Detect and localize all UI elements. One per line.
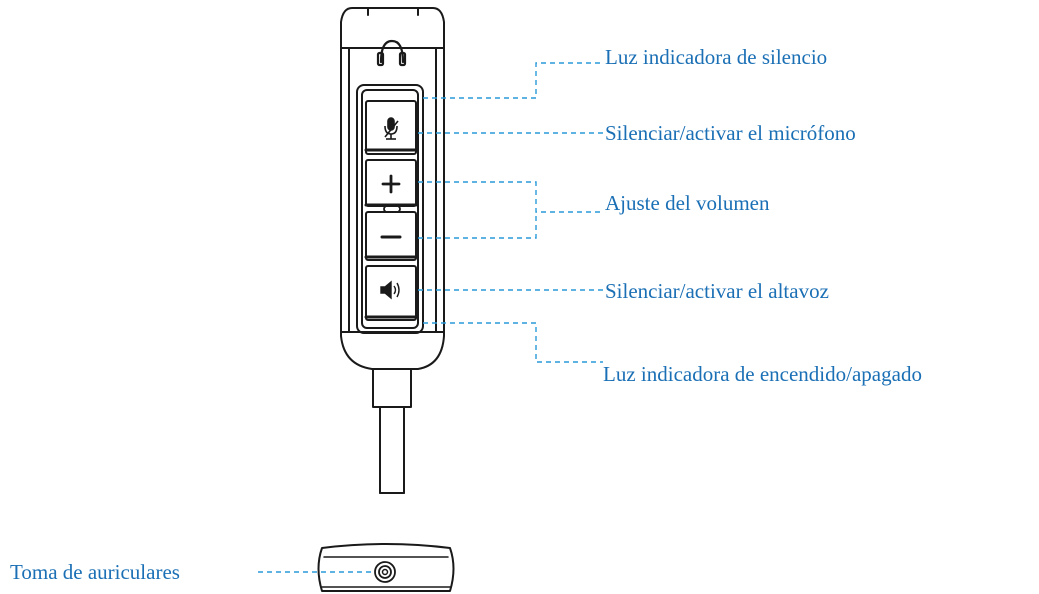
device-bottom-view (317, 543, 455, 592)
cable (372, 368, 412, 494)
leader-volume-down (418, 212, 537, 239)
label-speaker-mute: Silenciar/activar el altavoz (605, 279, 829, 303)
speaker-mute-button[interactable] (364, 265, 418, 321)
leader-volume-up (418, 181, 603, 213)
label-mute-indicator: Luz indicadora de silencio (605, 45, 828, 69)
plus-icon (381, 174, 401, 194)
label-headphone-jack: Toma de auriculares (10, 560, 180, 584)
microphone-mute-icon (384, 117, 399, 140)
audio-jack-icon (374, 561, 396, 583)
leader-power-indicator (423, 322, 603, 363)
button-panel (356, 84, 424, 334)
leader-mute-indicator (423, 62, 603, 99)
mic-mute-button[interactable] (364, 100, 418, 155)
label-power-indicator: Luz indicadora de encendido/apagado (603, 362, 922, 386)
label-volume: Ajuste del volumen (605, 191, 770, 215)
speaker-icon (380, 280, 400, 300)
label-mic-mute: Silenciar/activar el micrófono (605, 121, 856, 145)
headset-icon (376, 39, 407, 67)
volume-divider (383, 205, 401, 213)
